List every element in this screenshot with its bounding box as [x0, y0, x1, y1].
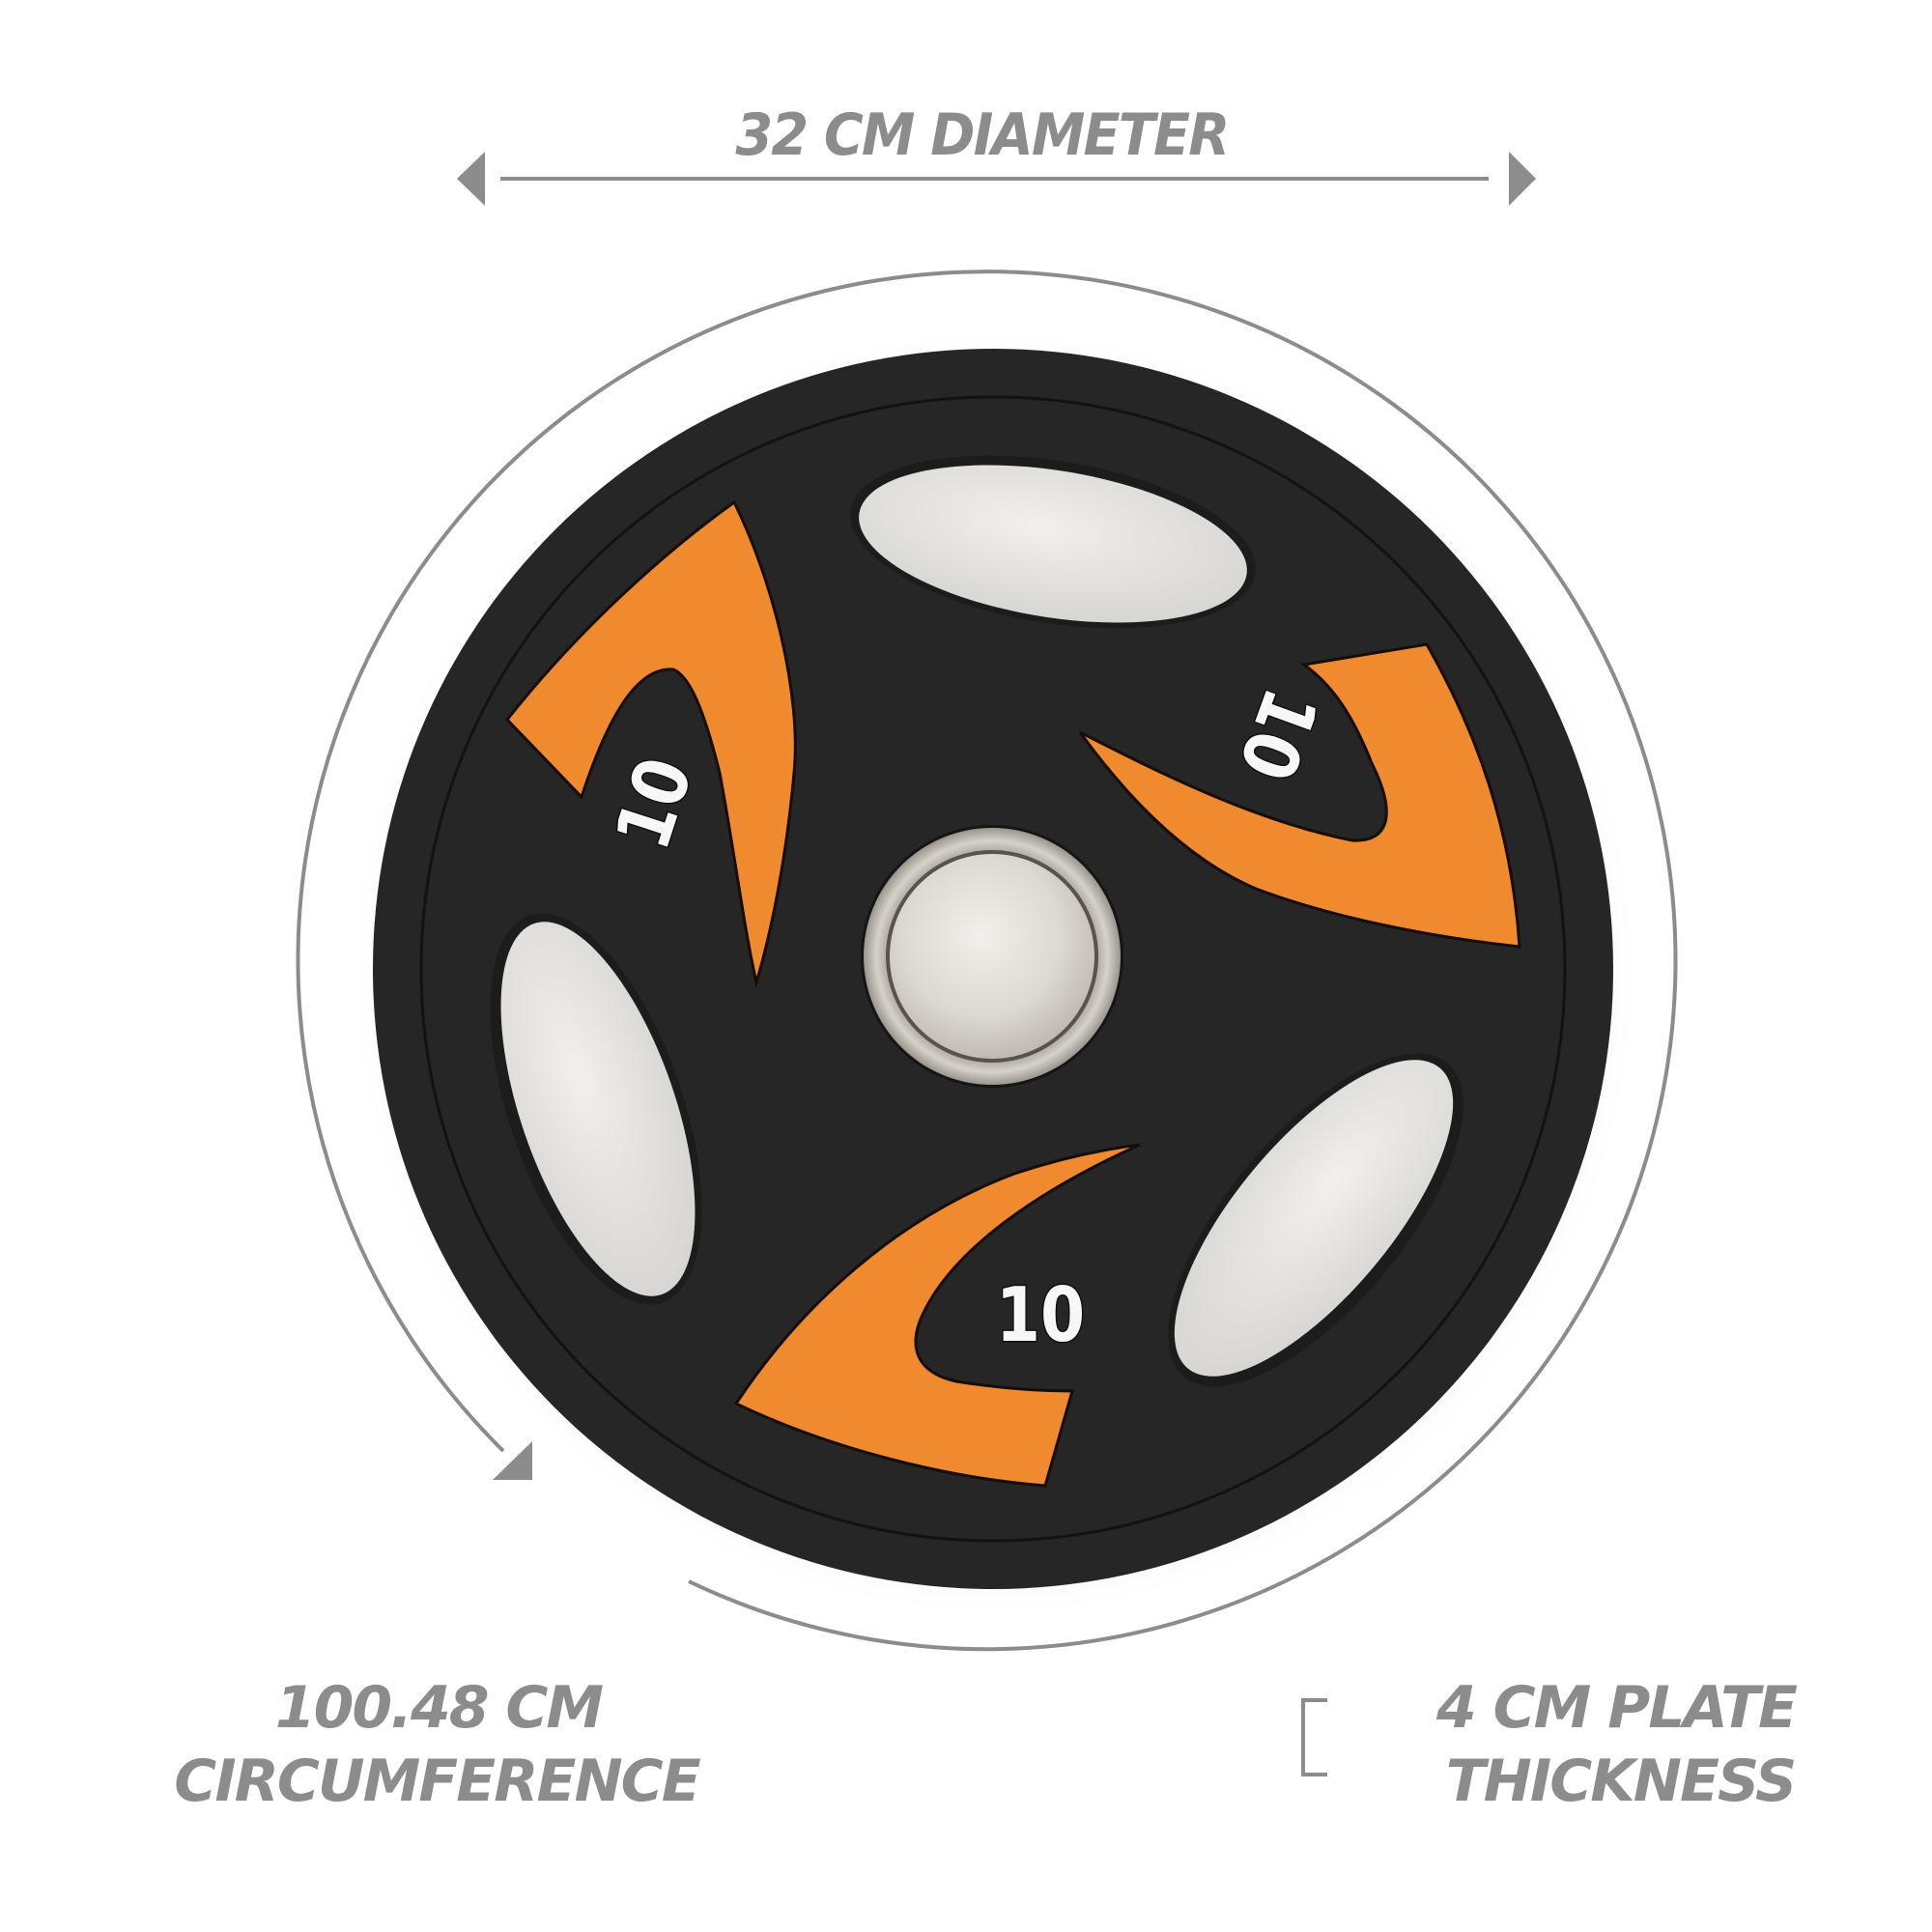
diameter-annotation [457, 152, 1536, 206]
weight-marking-bottom: 10 [996, 1272, 1085, 1360]
circumference-arrow-icon [493, 1441, 532, 1480]
circumference-label: CIRCUMFERENCE [174, 1747, 700, 1815]
arrow-right-icon [1509, 152, 1536, 206]
grip-hole-top [850, 455, 1256, 629]
grip-hole-left [490, 913, 702, 1305]
center-hub [861, 825, 1123, 1088]
thickness-value: 4 CM PLATE [1435, 1674, 1798, 1742]
weight-plate: 10 10 10 [350, 328, 1640, 1619]
plate-groove-ring [419, 395, 1567, 1543]
thickness-label: THICKNESS [1445, 1747, 1797, 1815]
arrow-left-icon [457, 152, 485, 206]
grip-hole-right [1168, 1053, 1463, 1387]
circumference-arc [296, 270, 1678, 1652]
accent-shape-top-left [505, 499, 797, 988]
diameter-line [500, 177, 1489, 181]
thickness-bracket-icon [1301, 1698, 1327, 1776]
diameter-label: 32 CM DIAMETER [735, 101, 1230, 169]
circumference-annotation [296, 270, 1678, 1652]
circumference-value: 100.48 CM [274, 1674, 604, 1742]
accent-shape-bottom [733, 1143, 1141, 1488]
accent-shape-top-right [1078, 642, 1521, 949]
